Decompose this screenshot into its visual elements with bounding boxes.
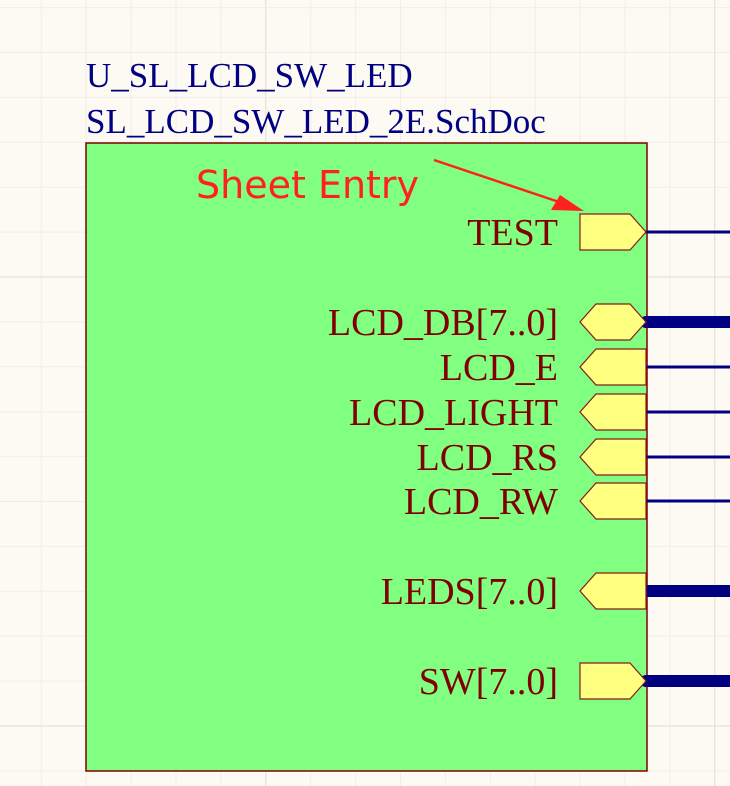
sheet-entry-port-icon[interactable] bbox=[579, 438, 647, 476]
sheet-entry-label: LCD_RS bbox=[417, 437, 558, 479]
sheet-entry-label: LCD_E bbox=[440, 347, 558, 389]
sheet-entry[interactable]: LCD_DB[7..0] bbox=[328, 302, 730, 344]
sheet-entry-label: LCD_LIGHT bbox=[349, 392, 558, 434]
sheet-entry-label: TEST bbox=[467, 212, 558, 254]
sheet-entry[interactable]: LCD_E bbox=[440, 347, 730, 389]
sheet-entry[interactable]: LEDS[7..0] bbox=[381, 571, 730, 613]
sheet-entry[interactable]: LCD_RW bbox=[404, 481, 730, 523]
sheet-entry-label: LEDS[7..0] bbox=[381, 571, 558, 613]
sheet-entry-port-icon[interactable] bbox=[579, 303, 647, 341]
sheet-entry-label: LCD_RW bbox=[404, 481, 558, 523]
sheet-file-name[interactable]: SL_LCD_SW_LED_2E.SchDoc bbox=[86, 102, 546, 141]
sheet-entry[interactable]: LCD_LIGHT bbox=[349, 392, 730, 434]
sheet-entry-label: SW[7..0] bbox=[419, 661, 558, 703]
sheet-entry[interactable]: TEST bbox=[467, 212, 730, 254]
sheet-entry-port-icon[interactable] bbox=[579, 572, 647, 610]
sheet-designator[interactable]: U_SL_LCD_SW_LED bbox=[86, 56, 413, 95]
sheet-entry-port-icon[interactable] bbox=[579, 482, 647, 520]
sheet-entry[interactable]: LCD_RS bbox=[417, 437, 730, 479]
sheet-entry-port-icon[interactable] bbox=[579, 393, 647, 431]
sheet-entry-port-icon[interactable] bbox=[579, 213, 647, 251]
sheet-entry[interactable]: SW[7..0] bbox=[419, 661, 730, 703]
annotation-arrow-icon bbox=[433, 158, 584, 211]
sheet-entry-port-icon[interactable] bbox=[579, 662, 647, 700]
sheet-entry-label: LCD_DB[7..0] bbox=[328, 302, 558, 344]
sheet-entry-port-icon[interactable] bbox=[579, 348, 647, 386]
annotation-label: Sheet Entry bbox=[196, 163, 419, 207]
sheet-symbol[interactable] bbox=[85, 142, 648, 772]
